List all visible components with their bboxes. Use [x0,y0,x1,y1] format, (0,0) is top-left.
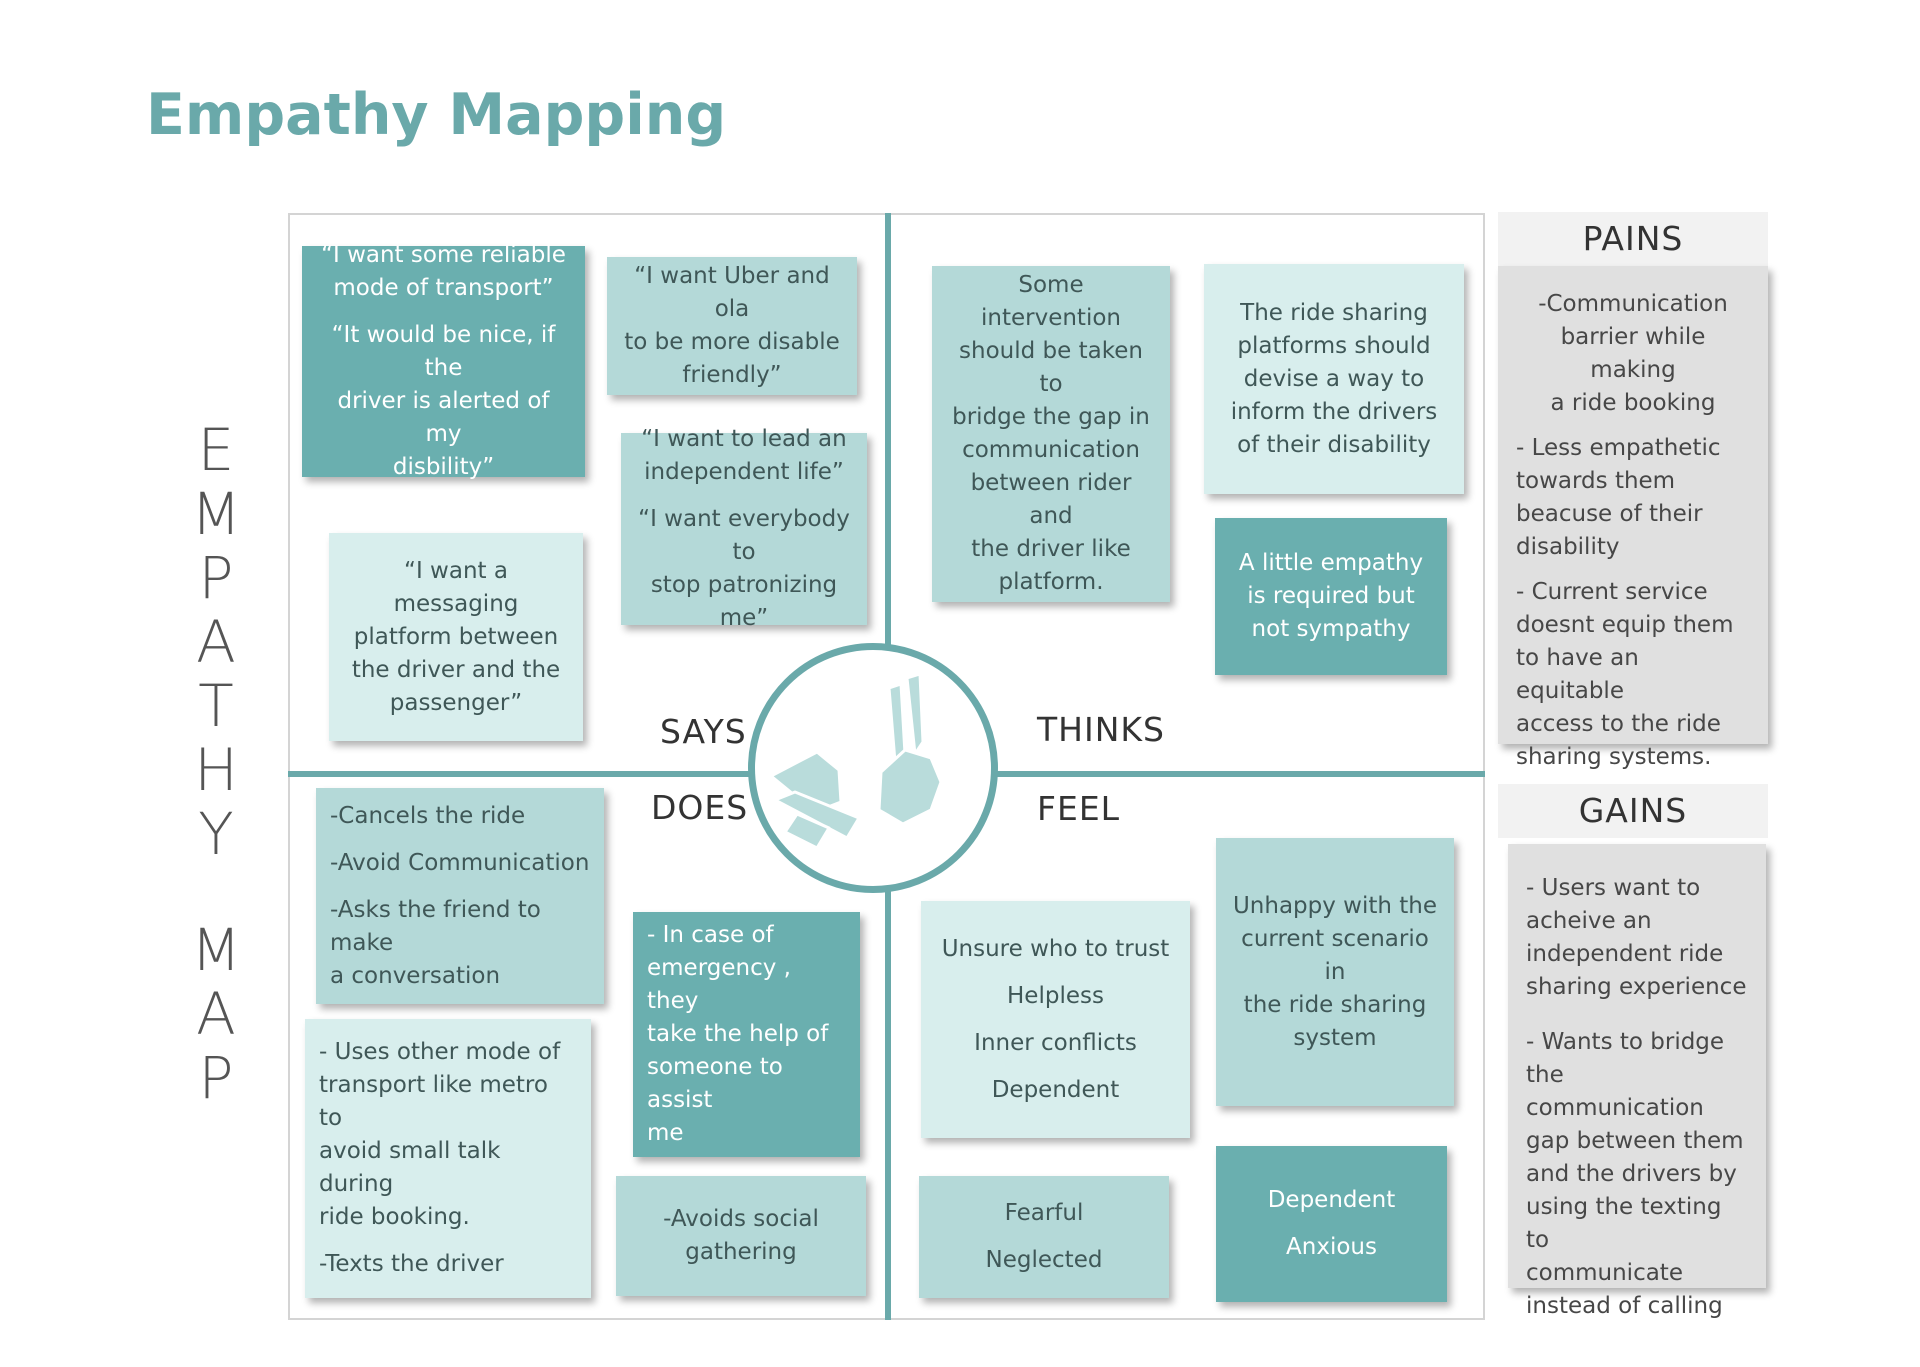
pain-item: - Current service doesnt equip them to h… [1516,579,1734,770]
quadrant-label-says: SAYS [660,712,747,751]
pains-heading: PAINS [1498,212,1768,266]
note-text: “I want everybody to stop patronizing me… [638,506,850,631]
note-text: Dependent [991,1076,1120,1103]
note-text: - Uses other mode of transport like metr… [319,1039,561,1230]
sticky-note-does: -Avoids social gathering [616,1176,866,1296]
sign-language-hands-icon [769,672,943,850]
sticky-note-thinks: Some intervention should be taken to bri… [932,266,1170,602]
vertical-letter: P [198,544,234,612]
vertical-letter: T [198,672,234,740]
note-text: “I want to lead an independent life” [641,426,847,485]
note-text: Helpless [1007,982,1104,1009]
gain-item: - Wants to bridge the communication gap … [1526,1029,1744,1319]
note-text: -Texts the driver [319,1251,504,1277]
note-text: Unsure who to trust [941,935,1170,962]
note-text: -Asks the friend to make a conversation [330,896,541,989]
vertical-letter: A [196,608,236,676]
note-text: A little empathy is required but not sym… [1238,550,1424,642]
note-text: Dependent [1267,1187,1396,1213]
note-text: -Avoids social gathering [663,1206,819,1265]
sticky-note-feel: Dependent Anxious [1216,1146,1447,1302]
sticky-note-does: - Uses other mode of transport like metr… [305,1019,591,1298]
note-text: The ride sharing platforms should devise… [1230,299,1438,458]
vertical-letter: M [190,480,242,548]
sticky-note-feel: Unsure who to trust Helpless Inner confl… [921,901,1190,1138]
note-text: -Avoid Communication [330,849,590,876]
sticky-note-does: - In case of emergency , they take the h… [633,912,860,1157]
note-text: Anxious [1286,1234,1377,1260]
note-text: Unhappy with the current scenario in the… [1232,892,1438,1051]
sticky-note-thinks: A little empathy is required but not sym… [1215,518,1447,675]
gains-heading: GAINS [1498,784,1768,838]
vertical-letter: H [194,736,238,804]
vertical-word-empathy: E M P A T H Y [180,418,252,866]
page-title: Empathy Mapping [146,82,727,148]
sticky-note-feel: Unhappy with the current scenario in the… [1216,838,1454,1106]
vertical-letter: M [190,916,242,984]
note-text: Inner conflicts [974,1029,1137,1056]
sticky-note-says: “I want Uber and ola to be more disable … [607,257,857,395]
vertical-letter: E [197,416,235,484]
quadrant-label-feel: FEEL [1037,789,1121,828]
sticky-note-says: “I want a messaging platform between the… [329,533,583,741]
sticky-note-feel: Fearful Neglected [919,1176,1169,1298]
note-text: Fearful [1004,1200,1084,1226]
gain-item: - Users want to acheive an independent r… [1526,875,1747,1000]
pain-item: -Communication barrier while making a ri… [1538,291,1728,416]
pains-card: -Communication barrier while making a ri… [1498,266,1768,770]
sticky-note-says: “I want to lead an independent life” “I … [621,426,867,631]
note-text: “It would be nice, if the driver is aler… [331,322,556,480]
gains-card: - Users want to acheive an independent r… [1508,844,1766,1319]
vertical-word-map: M A P [180,918,252,1110]
quadrant-label-does: DOES [651,788,749,827]
note-text: “I want some reliable mode of transport” [321,242,566,301]
sticky-note-thinks: The ride sharing platforms should devise… [1204,264,1464,494]
pain-item: - Less empathetic towards them beacuse o… [1516,435,1721,560]
vertical-letter: Y [198,800,234,868]
sticky-note-says: “I want some reliable mode of transport”… [302,242,585,480]
sticky-note-does: -Cancels the ride -Avoid Communication -… [316,788,604,1004]
note-text: “I want a messaging platform between the… [351,557,561,716]
quadrant-label-thinks: THINKS [1037,710,1165,749]
vertical-letter: A [196,980,236,1048]
vertical-letter: P [198,1044,234,1112]
note-text: “I want Uber and ola to be more disable … [624,263,840,388]
center-circle [748,643,998,893]
note-text: Some intervention should be taken to bri… [952,272,1150,595]
note-text: Neglected [985,1247,1103,1273]
note-text: - In case of emergency , they take the h… [647,922,829,1146]
note-text: -Cancels the ride [330,802,526,829]
